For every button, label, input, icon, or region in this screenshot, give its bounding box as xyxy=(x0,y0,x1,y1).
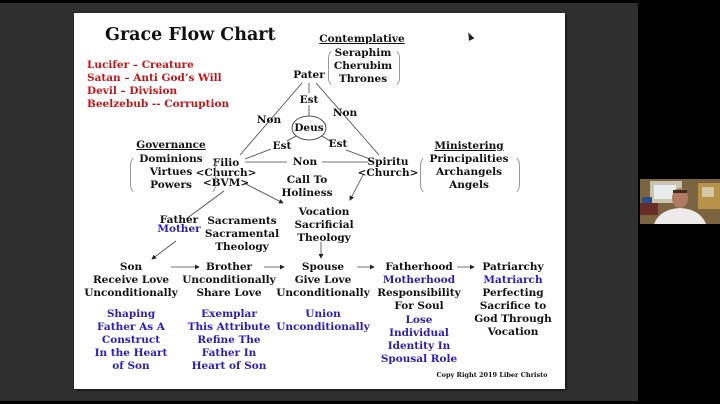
red-list-item: Lucifer – Creature xyxy=(87,59,194,71)
vocation-label: Vocation xyxy=(298,206,350,218)
deus-label: Deus xyxy=(294,122,324,134)
line-pater-spiritu xyxy=(315,82,380,156)
stage-fatherhood-note: Identity In xyxy=(387,340,451,352)
red-list-item: Beelzebub -- Corruption xyxy=(87,98,230,110)
line-est-filio xyxy=(244,148,272,160)
stage-brother-note: Exemplar xyxy=(201,308,257,320)
stage-brother-text: Unconditionally xyxy=(182,274,276,286)
stage-fatherhood-note: Individual xyxy=(389,327,449,339)
sacraments-label: Theology xyxy=(215,241,269,253)
participant-video[interactable] xyxy=(640,179,720,224)
stage-brother-text: Share Love xyxy=(196,287,262,299)
line-deus-est-left xyxy=(286,135,297,142)
stage-spouse-text: Unconditionally xyxy=(276,287,370,299)
deus-ellipse xyxy=(291,115,327,141)
stage-son-title: Son xyxy=(119,261,143,273)
stage-fatherhood-note: Spousal Role xyxy=(380,353,458,365)
stage-fatherhood-text: Responsibility xyxy=(377,287,461,299)
stage-patriarchy-text: Vocation xyxy=(487,326,539,338)
stage-fatherhood-text: For Soul xyxy=(394,300,444,312)
stage-son-note: Shaping xyxy=(106,308,156,320)
non-left-label: Non xyxy=(256,114,282,126)
filio-label: Filio xyxy=(212,157,240,169)
stage-son-text: Receive Love xyxy=(92,274,170,286)
contemplative-item: Cherubim xyxy=(333,60,393,72)
sacraments-label: Sacramental xyxy=(204,228,280,240)
line-est-spiritu xyxy=(345,149,371,160)
ministering-item: Angels xyxy=(449,179,489,191)
participant-video-frame-icon xyxy=(640,179,720,224)
stage-brother-note: Heart of Son xyxy=(191,360,267,372)
stage-son-note: In the Heart xyxy=(94,347,168,359)
stage-fatherhood-note: Lose xyxy=(405,314,433,326)
contemplative-heading: Contemplative xyxy=(319,33,405,45)
governance-bracket xyxy=(130,155,216,195)
contemplative-item: Thrones xyxy=(338,73,388,85)
stage-son-text: Unconditionally xyxy=(84,287,178,299)
vocation-label: Sacrificial xyxy=(294,219,354,231)
call-to-holiness-label: Holiness xyxy=(281,187,333,199)
spiritu-church-label: <Church> xyxy=(357,167,419,179)
stage-patriarchy-title: Patriarchy xyxy=(482,261,544,273)
non-right-label: Non xyxy=(332,107,358,119)
stage-brother-title: Brother xyxy=(205,261,253,273)
governance-item: Dominions xyxy=(139,153,203,165)
arrow-filio-vocation xyxy=(243,182,284,204)
stage-spouse-note: Union xyxy=(305,308,341,320)
red-list-item: Devil – Division xyxy=(87,85,178,97)
flow-lines xyxy=(151,82,475,270)
stage-patriarchy-text: Sacrifice to xyxy=(479,300,547,312)
slide-title: Grace Flow Chart xyxy=(105,25,276,45)
stage-fatherhood-title: Fatherhood xyxy=(385,261,453,273)
ministering-bracket xyxy=(420,155,520,195)
ministering-item: Principalities xyxy=(429,153,509,165)
est-top-label: Est xyxy=(299,94,319,106)
stage-spouse-note: Unconditionally xyxy=(276,321,370,333)
governance-item: Powers xyxy=(150,179,192,191)
stage-patriarchy-text: God Through xyxy=(474,313,552,325)
non-bottom-label: Non xyxy=(292,156,318,168)
contemplative-bracket xyxy=(328,48,400,88)
line-deus-est-right xyxy=(321,135,331,142)
stage-son-note: Father As A xyxy=(97,321,165,333)
stage-spouse-title: Spouse xyxy=(301,261,345,273)
mother-label: Mother xyxy=(157,223,201,235)
stage-motherhood-title: Motherhood xyxy=(382,274,456,286)
stage-brother-note: Father In xyxy=(201,347,257,359)
vocation-label: Theology xyxy=(297,232,351,244)
line-filio-father xyxy=(185,190,225,220)
pater-label: Pater xyxy=(293,69,325,81)
arrow-spiritu-vocation xyxy=(349,174,364,201)
spiritu-label: Spiritu xyxy=(367,156,409,168)
stage-matriarch-title: Matriarch xyxy=(483,274,543,286)
contemplative-item: Seraphim xyxy=(334,47,392,59)
line-pater-filio xyxy=(239,82,303,156)
stage-brother-note: This Attribute xyxy=(187,321,271,333)
ministering-item: Archangels xyxy=(435,166,503,178)
arrow-mother-son xyxy=(151,240,177,260)
red-list-item: Satan – Anti God’s Will xyxy=(87,72,222,84)
est-right-label: Est xyxy=(328,138,348,150)
sacraments-label: Sacraments xyxy=(207,215,277,227)
est-left-label: Est xyxy=(272,140,292,152)
father-label: Father xyxy=(159,214,199,226)
stage-brother-note: Refine The xyxy=(197,334,261,346)
governance-heading: Governance xyxy=(136,139,206,151)
ministering-heading: Ministering xyxy=(434,140,504,152)
presentation-slide: Grace Flow Chart Lucifer – Creature Sata… xyxy=(74,13,565,389)
stage-patriarchy-text: Perfecting xyxy=(482,287,544,299)
governance-item: Virtues xyxy=(149,166,193,178)
call-to-holiness-label: Call To xyxy=(286,174,328,186)
filio-church-label: <Church> xyxy=(195,167,257,179)
stage-son-note: of Son xyxy=(112,360,150,372)
stage-spouse-text: Give Love xyxy=(294,274,352,286)
stage-son-note: Construct xyxy=(101,334,161,346)
copyright-text: Copy Right 2019 Liber Christo xyxy=(436,371,548,379)
